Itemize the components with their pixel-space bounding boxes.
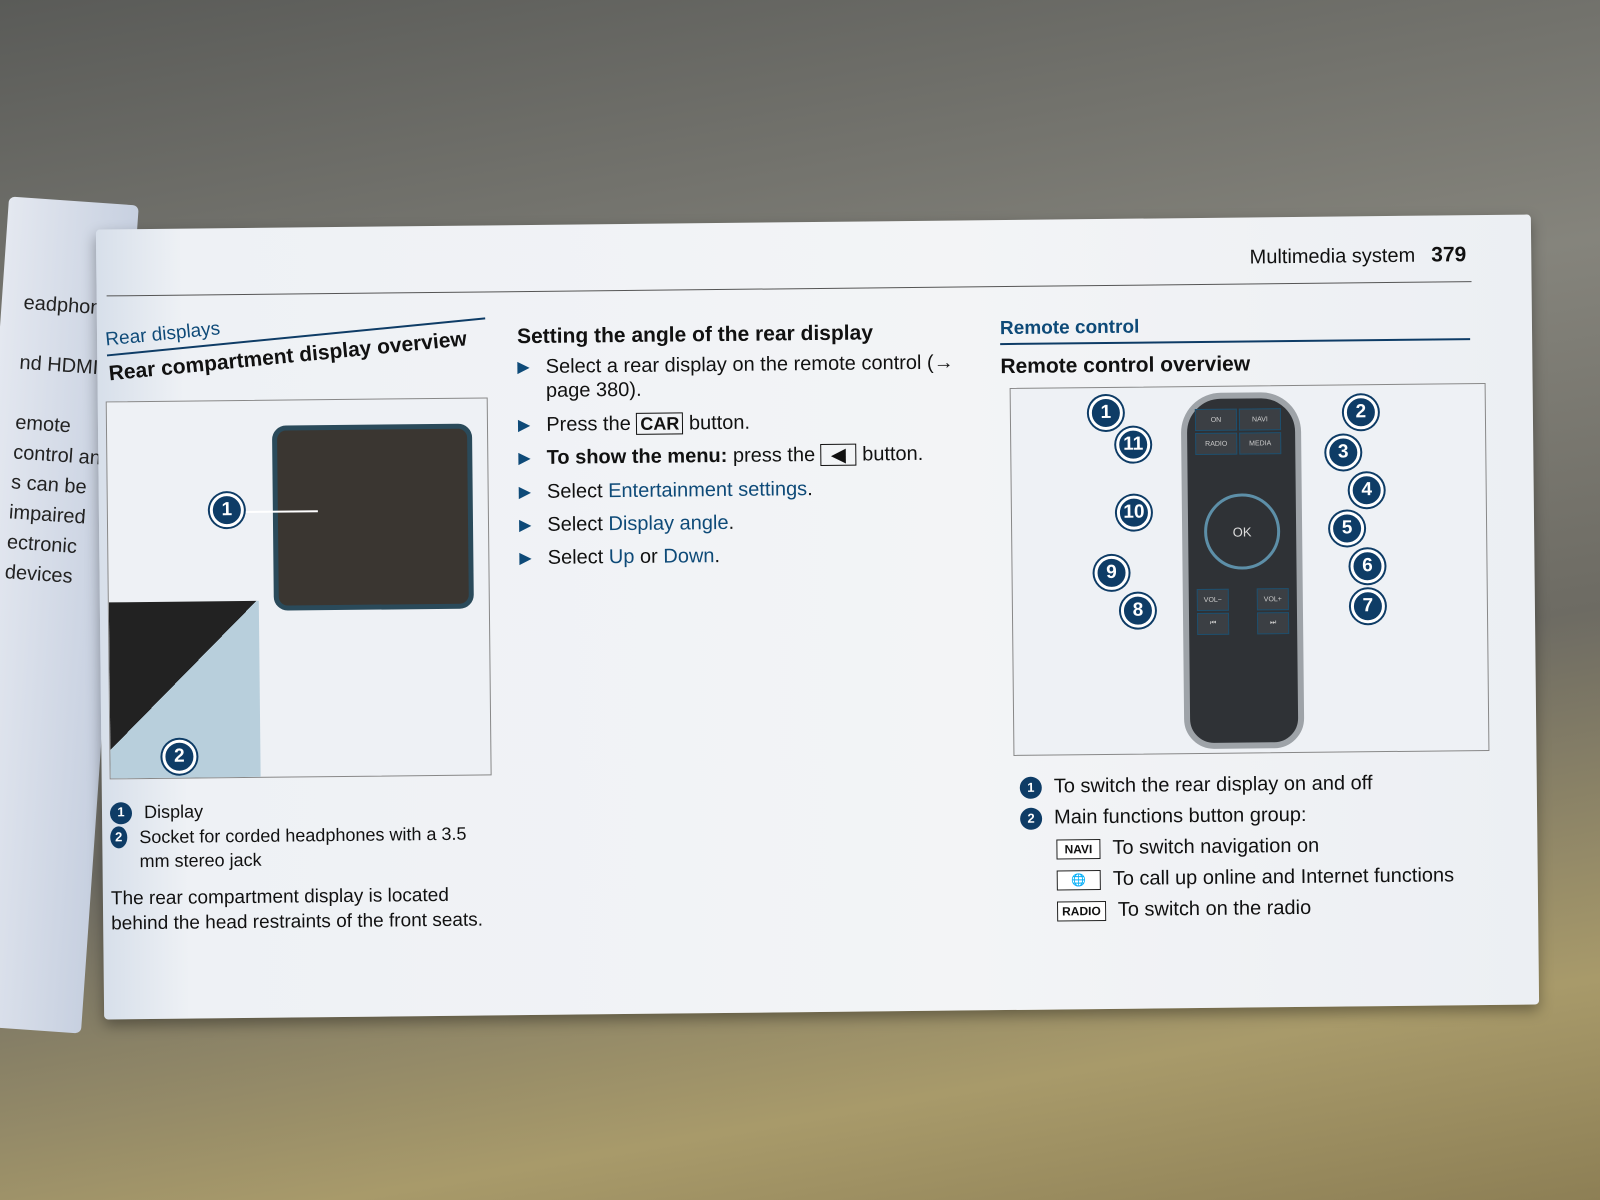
remote-illustration: ON NAVI RADIO MEDIA OK VOL− VOL+ ⏮ ⏭ <box>1180 391 1305 750</box>
section-title: Remote control <box>999 316 1140 340</box>
menu-item: Down <box>663 545 715 568</box>
callout-1: 1 <box>1088 395 1124 431</box>
step-text: Press the <box>546 412 637 436</box>
step-text: button. <box>856 443 924 466</box>
radio-key-icon: RADIO <box>1056 900 1106 922</box>
callout-8: 8 <box>1120 593 1156 628</box>
legend-number: 1 <box>1019 776 1042 799</box>
car-key: CAR <box>636 412 684 435</box>
remote-figure: ON NAVI RADIO MEDIA OK VOL− VOL+ ⏮ ⏭ 1 2… <box>1009 382 1490 756</box>
step-text: . <box>807 477 813 500</box>
rear-display-figure: 1 2 <box>105 397 492 780</box>
column-display-angle: Setting the angle of the rear display ▶S… <box>517 320 980 580</box>
step: ▶Press the CAR button. <box>517 411 751 436</box>
step-text: or <box>634 545 664 569</box>
legend-text: To switch navigation on <box>1112 834 1320 859</box>
display-illustration <box>271 423 474 611</box>
callout-2: 2 <box>162 739 197 774</box>
media-key: MEDIA <box>1239 432 1282 455</box>
ok-controller: OK <box>1203 493 1281 570</box>
next-key: ⏭ <box>1256 612 1290 635</box>
menu-item: Display angle <box>608 511 729 536</box>
step-text: . <box>728 511 735 534</box>
legend-number: 2 <box>1020 807 1043 830</box>
step-text: Select <box>547 546 609 570</box>
step-text: Select <box>546 479 609 503</box>
legend-text: To switch on the radio <box>1117 896 1312 921</box>
step: ▶Select a rear display on the remote con… <box>517 350 977 404</box>
menu-item: Entertainment settings <box>608 477 808 502</box>
step: ▶Select Up or Down. <box>519 545 721 570</box>
callout-9: 9 <box>1094 555 1129 591</box>
legend-text: To switch the rear display on and off <box>1053 772 1373 798</box>
page-number: 379 <box>1431 243 1467 267</box>
prev-key: ⏮ <box>1196 612 1230 636</box>
divider <box>106 281 1472 297</box>
callout-6: 6 <box>1350 549 1385 584</box>
vol-down-key: VOL− <box>1196 588 1229 612</box>
menu-item: Up <box>608 546 635 569</box>
step-text: Select a rear display on the remote cont… <box>545 351 954 403</box>
step-text: button. <box>683 411 751 435</box>
column-remote-control: Remote control Remote control overview <box>1000 313 1471 379</box>
step: ▶To show the menu: press the ◀ button. <box>518 443 924 469</box>
vol-up-key: VOL+ <box>1256 588 1289 611</box>
callout-3: 3 <box>1326 435 1361 470</box>
callout-4: 4 <box>1349 473 1384 508</box>
step-text: . <box>714 545 721 568</box>
step-text: Select <box>547 513 609 536</box>
navi-key-icon: NAVI <box>1056 838 1101 860</box>
callout-1: 1 <box>209 493 245 528</box>
legend-text: To call up online and Internet functions <box>1112 864 1455 890</box>
page-header: Multimedia system 379 <box>1249 243 1466 269</box>
globe-key-icon: 🌐 <box>1056 869 1101 891</box>
callout-11: 11 <box>1116 427 1151 462</box>
callout-5: 5 <box>1329 511 1365 546</box>
column-rear-displays: Rear displays Rear compartment display o… <box>104 292 488 386</box>
callout-7: 7 <box>1350 589 1386 624</box>
legend-text: Socket for corded headphones with a 3.5 … <box>139 824 467 871</box>
heading: Setting the angle of the rear display <box>516 321 874 349</box>
radio-key: RADIO <box>1195 432 1238 456</box>
back-key: ◀ <box>820 443 857 467</box>
section-name: Multimedia system <box>1249 244 1416 269</box>
step: ▶Select Entertainment settings. <box>518 477 813 503</box>
navi-key: NAVI <box>1238 408 1282 431</box>
on-key: ON <box>1194 408 1238 432</box>
callout-2: 2 <box>1343 395 1379 430</box>
callout-10: 10 <box>1116 495 1152 530</box>
step: ▶Select Display angle. <box>518 511 735 536</box>
step-bold: To show the menu: <box>546 445 728 469</box>
step-text: press the <box>727 444 821 468</box>
remote-legend: 1 To switch the rear display on and off 2… <box>1019 771 1502 931</box>
body-text: The rear compartment display is located … <box>110 885 484 935</box>
heading: Remote control overview <box>1000 352 1251 379</box>
legend-text: Display <box>143 801 204 823</box>
legend-text: Main functions button group: <box>1053 803 1307 829</box>
